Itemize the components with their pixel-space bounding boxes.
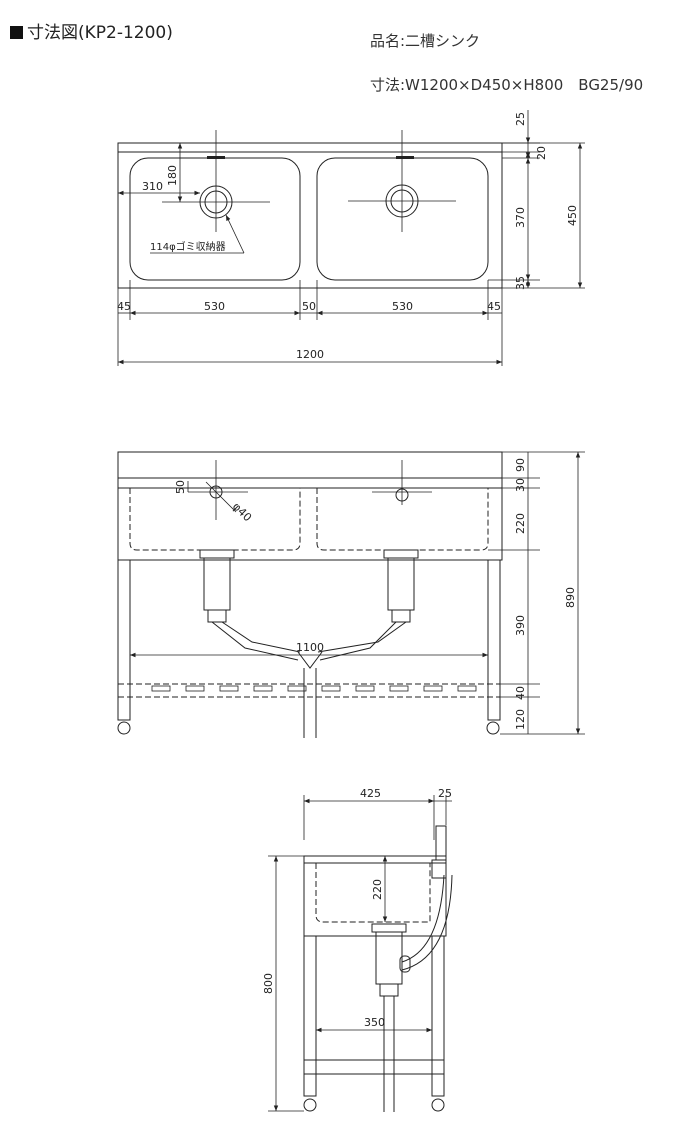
side-view: 425 25 220 350 800 (262, 787, 453, 1112)
shelf-slots (151, 685, 477, 692)
leg-side-right (431, 935, 445, 1097)
right-drain (348, 130, 456, 232)
bowl-hidden-side (315, 863, 431, 923)
leg-side-left (303, 935, 317, 1097)
leg-left (117, 559, 131, 721)
top-view: 310 180 114φゴミ収納器 25 20 370 35 450 4 (117, 110, 585, 366)
product-size: 寸法:W1200×D450×H800 BG25/90 (370, 76, 644, 94)
dim-220-side: 220 (371, 879, 384, 900)
dim-40: 40 (514, 686, 527, 700)
dim-350: 350 (364, 1016, 385, 1029)
drain-label: 114φゴミ収納器 (150, 240, 226, 253)
left-bowl-outline (129, 157, 301, 281)
drain-trap-left (203, 557, 231, 611)
sink-body-side (303, 855, 447, 937)
dim-1100: 1100 (296, 641, 324, 654)
dim-425: 425 (360, 787, 381, 800)
leg-right (487, 559, 501, 721)
dim-450: 450 (566, 205, 579, 226)
dim-35: 35 (514, 276, 527, 290)
dim-25-side: 25 (438, 787, 452, 800)
y-joint (297, 651, 323, 669)
dim-90: 90 (514, 458, 527, 472)
product-name: 品名:二槽シンク (370, 32, 481, 50)
caster-side-right (431, 1098, 445, 1112)
drain-trap-side (375, 931, 403, 985)
dim-370: 370 (514, 207, 527, 228)
square-bullet-icon (10, 26, 23, 39)
dim-180: 180 (166, 165, 179, 186)
drawing-title: 寸法図(KP2-1200) (10, 18, 173, 43)
dim-phi40: φ40 (230, 500, 254, 524)
dim-390: 390 (514, 615, 527, 636)
dim-20: 20 (535, 146, 548, 160)
left-drain (162, 130, 270, 232)
right-bowl-hidden (316, 488, 489, 551)
dim-50-front: 50 (174, 480, 187, 494)
backguard-side (435, 825, 447, 861)
dim-310: 310 (142, 180, 163, 193)
dim-45-right: 45 (487, 300, 501, 313)
caster-left (117, 721, 131, 735)
dim-1200: 1200 (296, 348, 324, 361)
front-view: 50 φ40 1100 (117, 451, 585, 738)
drain-trap-right (387, 557, 415, 611)
right-overflow (396, 156, 414, 159)
left-bowl-hidden (129, 488, 301, 551)
pipe-left-a (211, 621, 299, 661)
dim-530-left: 530 (204, 300, 225, 313)
dim-50: 50 (302, 300, 316, 313)
caster-right (486, 721, 500, 735)
right-bowl-outline (316, 157, 489, 281)
dim-30: 30 (514, 478, 527, 492)
dim-220-front: 220 (514, 513, 527, 534)
caster-side-left (303, 1098, 317, 1112)
top-outline (117, 142, 503, 289)
backguard-front (117, 451, 503, 479)
dim-890: 890 (564, 587, 577, 608)
dim-45-left: 45 (117, 300, 131, 313)
dim-120: 120 (514, 709, 527, 730)
dim-530-right: 530 (392, 300, 413, 313)
overflow-pipe-a (401, 874, 445, 963)
sink-body-front (117, 477, 503, 561)
drawing-title-text: 寸法図(KP2-1200) (27, 23, 173, 43)
pipe-right-a (319, 621, 397, 661)
dim-800: 800 (262, 973, 275, 994)
dim-25-top: 25 (514, 112, 527, 126)
